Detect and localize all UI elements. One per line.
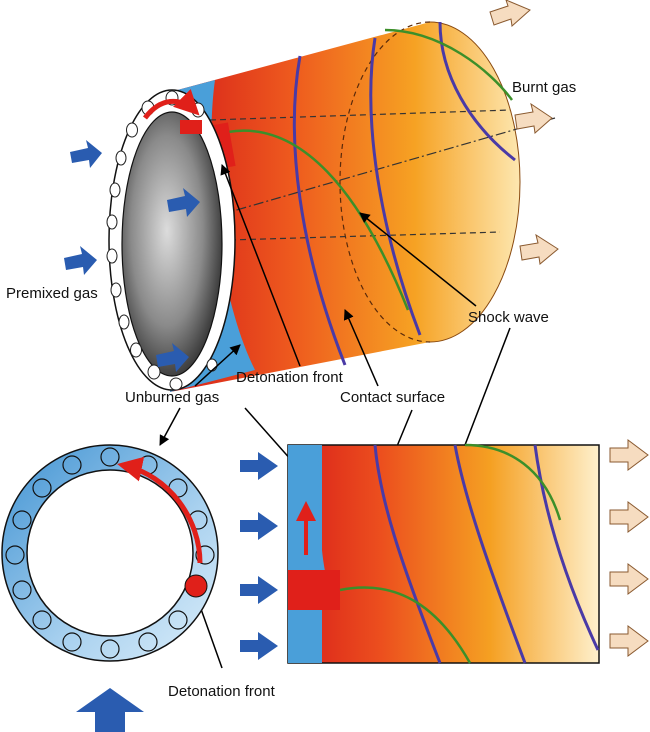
outflow-arrow-b2	[609, 501, 649, 533]
channel-contact-line-2	[453, 444, 527, 664]
leader-shock-wave-top	[359, 212, 477, 307]
detonation-mark-annulus	[180, 120, 202, 134]
ring-detonation-mark	[184, 574, 208, 598]
shock-wave-line-2	[384, 28, 514, 101]
cylinder-3d	[106, 21, 556, 392]
inflow-arrow-b2	[240, 512, 278, 540]
outflow-arrow-3	[519, 233, 559, 265]
leader-unburned-gas-top	[194, 344, 241, 387]
leader-unburned-gas-bottom	[159, 407, 181, 446]
channel-detonation-block	[288, 570, 340, 610]
contact-surface-line-1	[292, 55, 347, 366]
channel-contact-line-1	[373, 444, 442, 664]
channel-background	[287, 444, 600, 664]
leader-detonation-front-top	[220, 164, 301, 367]
rotation-arrow-top	[143, 89, 200, 120]
inner-dash-line-1	[209, 109, 511, 121]
inflow-arrows-bottom	[240, 452, 278, 660]
label-burnt-gas: Burnt gas	[512, 79, 576, 96]
cylinder-body	[170, 22, 520, 392]
contact-surface-line-2	[369, 37, 422, 336]
inflow-arrow-3	[64, 246, 97, 275]
outflow-arrow-1	[489, 0, 531, 27]
inflow-arrows-top	[64, 140, 200, 372]
outflow-arrows-bottom	[609, 439, 649, 657]
label-shock-wave: Shock wave	[468, 309, 549, 326]
channel-shock-line-2	[464, 443, 562, 521]
ring-cross-section	[1, 444, 219, 662]
inner-dash-line-2	[229, 231, 501, 241]
inflow-arrow-4	[156, 343, 189, 372]
contact-surface-line-3	[438, 21, 516, 162]
label-premixed-gas: Premixed gas	[6, 285, 98, 302]
channel-contact-line-3	[533, 444, 600, 651]
ring-rotation-arrow	[117, 456, 203, 564]
inflow-arrow-1	[70, 140, 102, 168]
label-unburned-gas: Unburned gas	[125, 389, 219, 406]
unrolled-channel	[287, 443, 600, 664]
inflow-arrow-large	[76, 688, 144, 732]
inflow-arrow-b4	[240, 632, 278, 660]
leader-contact-surface-top	[343, 309, 379, 387]
label-detonation-front-top: Detonation front	[236, 369, 344, 386]
inflow-arrow-b1	[240, 452, 278, 480]
outflow-arrows-top	[489, 0, 559, 265]
cylinder-end-edge	[429, 21, 521, 343]
outflow-arrow-b1	[609, 439, 649, 471]
ring-inner	[26, 469, 194, 637]
outflow-arrow-2	[514, 102, 553, 134]
label-contact-surface: Contact surface	[340, 389, 445, 406]
front-annulus-inner	[121, 111, 223, 377]
inflow-arrow-2	[167, 188, 200, 217]
outflow-arrow-b3	[609, 563, 649, 595]
outflow-arrow-b4	[609, 625, 649, 657]
channel-shock-line-1	[339, 586, 472, 664]
axis-line	[149, 117, 556, 236]
shock-wave-line-1	[227, 129, 410, 311]
label-detonation-front-bottom: Detonation front	[168, 683, 276, 700]
cylinder-back-edge	[339, 21, 431, 343]
channel-unburned-wedge	[318, 445, 326, 575]
inflow-arrow-b3	[240, 576, 278, 604]
